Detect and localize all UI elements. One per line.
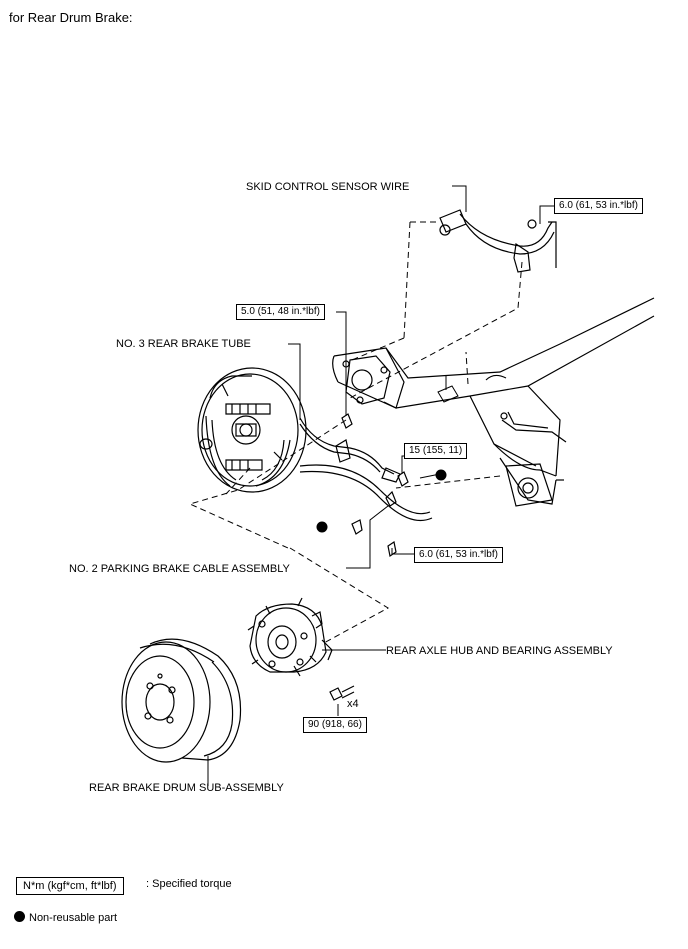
brake-tube-drawing	[299, 417, 401, 483]
nonreusable-marker	[316, 521, 328, 533]
page-title: for Rear Drum Brake:	[9, 10, 133, 25]
hub-bolt-drawing	[329, 685, 355, 701]
label-rear-axle-hub: REAR AXLE HUB AND BEARING ASSEMBLY	[386, 645, 613, 657]
legend-nonreusable-label: Non-reusable part	[29, 912, 118, 924]
leader-lines	[207, 185, 554, 786]
hub-bolt-quantity: x4	[347, 698, 359, 710]
torque-box-union-nut: 15 (155, 11)	[404, 443, 468, 459]
nonreusable-legend-icon	[14, 911, 25, 922]
parking-cable-drawing	[299, 411, 567, 522]
torque-box-hub-bolt: 90 (918, 66)	[303, 717, 367, 733]
axle-hub-drawing	[247, 597, 333, 677]
torque-box-brake-tube: 5.0 (51, 48 in.*lbf)	[236, 304, 325, 320]
label-no2-parking-brake-cable: NO. 2 PARKING BRAKE CABLE ASSEMBLY	[69, 563, 290, 575]
nonreusable-marker	[435, 469, 447, 481]
legend-nonreusable: Non-reusable part	[14, 911, 117, 925]
legend-torque-unit: N*m (kgf*cm, ft*lbf)	[16, 877, 124, 895]
torque-box-cable-bolt: 6.0 (61, 53 in.*lbf)	[414, 547, 503, 563]
brake-backing-plate-drawing	[197, 367, 307, 493]
sensor-bracket-drawing	[437, 376, 459, 403]
label-skid-control-sensor-wire: SKID CONTROL SENSOR WIRE	[246, 181, 410, 193]
dashed-leader-lines	[188, 221, 523, 645]
label-no3-rear-brake-tube: NO. 3 REAR BRAKE TUBE	[116, 338, 251, 350]
skid-sensor-wire-drawing	[439, 209, 557, 273]
small-fasteners	[341, 413, 409, 557]
legend-torque-description: : Specified torque	[146, 878, 232, 890]
brake-drum-drawing	[121, 638, 242, 763]
torque-box-sensor-bolt: 6.0 (61, 53 in.*lbf)	[554, 198, 643, 214]
label-rear-brake-drum: REAR BRAKE DRUM SUB-ASSEMBLY	[89, 782, 284, 794]
axle-beam	[332, 297, 655, 507]
